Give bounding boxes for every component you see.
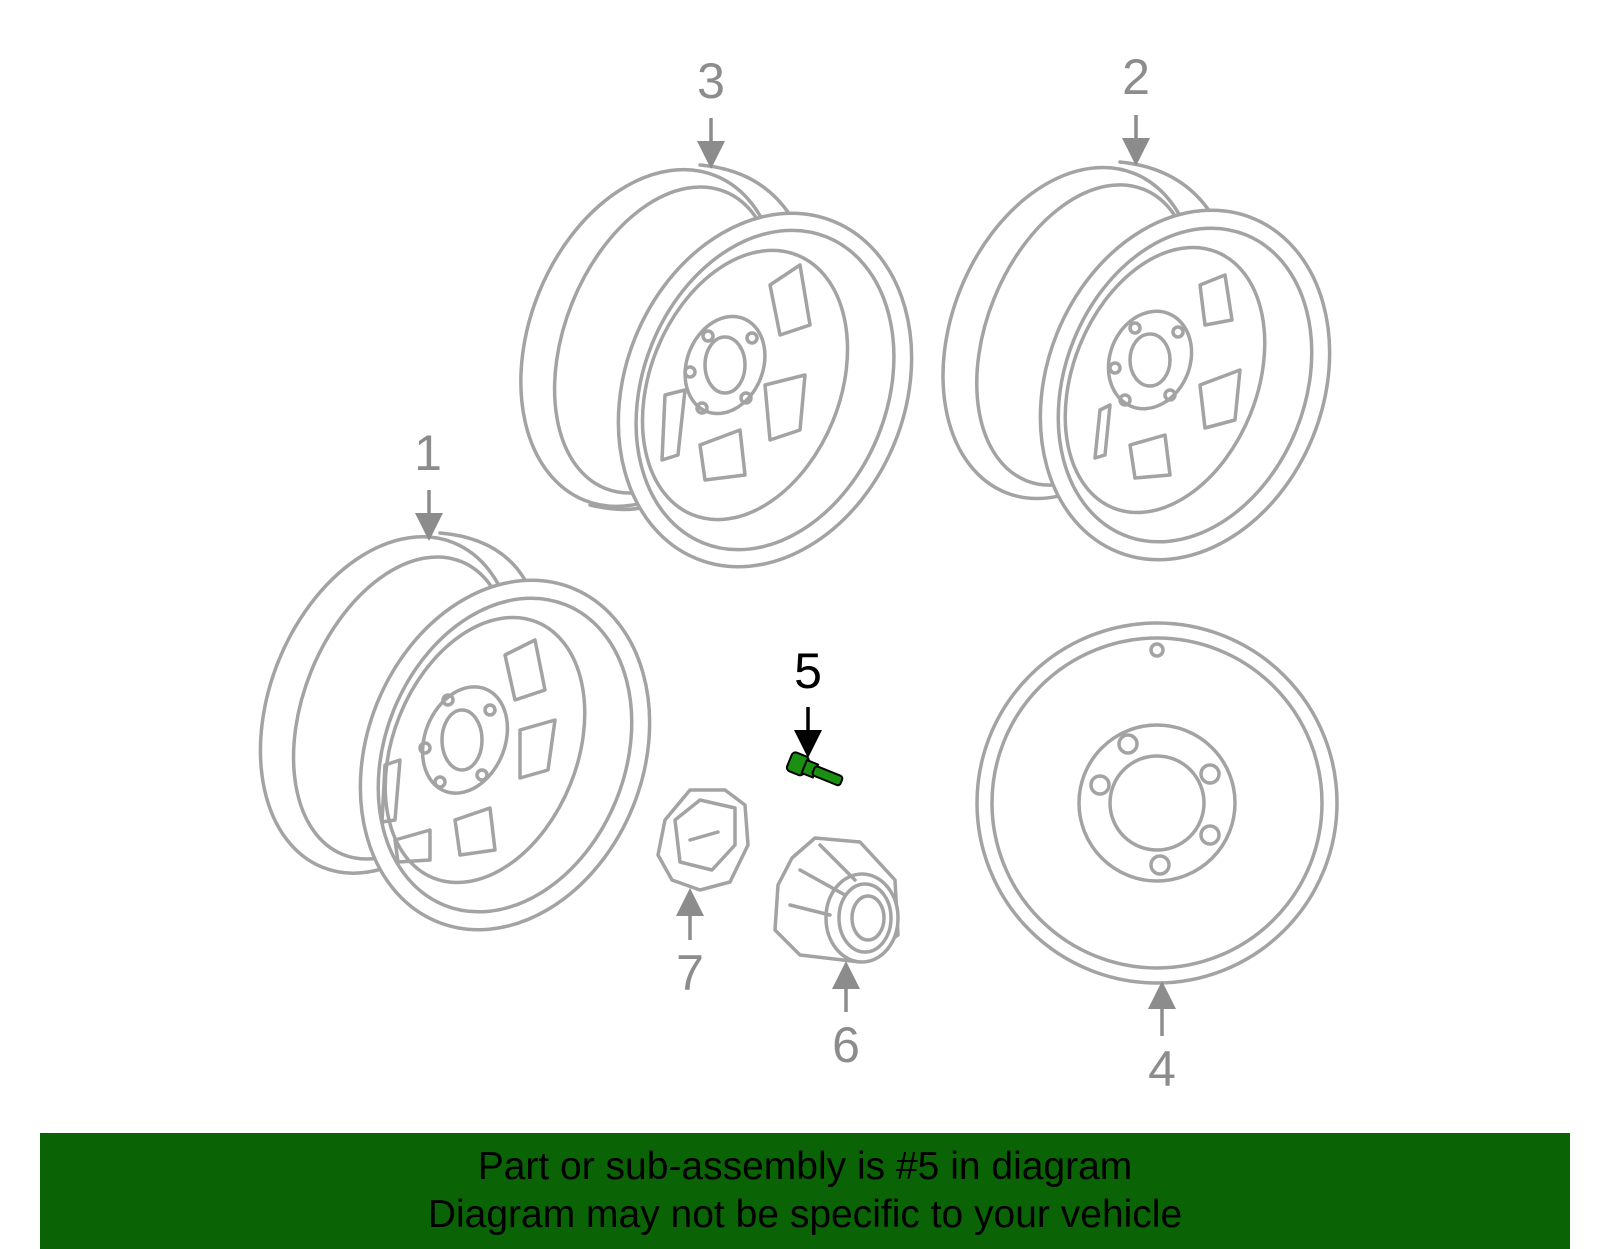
center-cap-7[interactable] — [656, 788, 750, 892]
info-banner: Part or sub-assembly is #5 in diagram Di… — [40, 1133, 1570, 1249]
wheel-1[interactable] — [213, 499, 700, 974]
callout-3[interactable]: 3 — [697, 53, 725, 109]
valve-stem-5[interactable] — [785, 751, 845, 791]
wheel-2[interactable] — [896, 129, 1380, 603]
center-cap-6[interactable] — [773, 836, 900, 964]
callout-1[interactable]: 1 — [414, 425, 442, 481]
banner-line-2: Diagram may not be specific to your vehi… — [427, 1193, 1183, 1236]
callout-4[interactable]: 4 — [1148, 1041, 1176, 1097]
banner-line-1: Part or sub-assembly is #5 in diagram — [477, 1145, 1133, 1188]
callout-5[interactable]: 5 — [794, 643, 822, 699]
wheel-cover-4[interactable] — [975, 621, 1339, 985]
callout-6[interactable]: 6 — [832, 1017, 860, 1073]
wheel-3[interactable] — [473, 131, 963, 611]
callout-7[interactable]: 7 — [676, 945, 704, 1001]
callout-2[interactable]: 2 — [1122, 49, 1150, 105]
